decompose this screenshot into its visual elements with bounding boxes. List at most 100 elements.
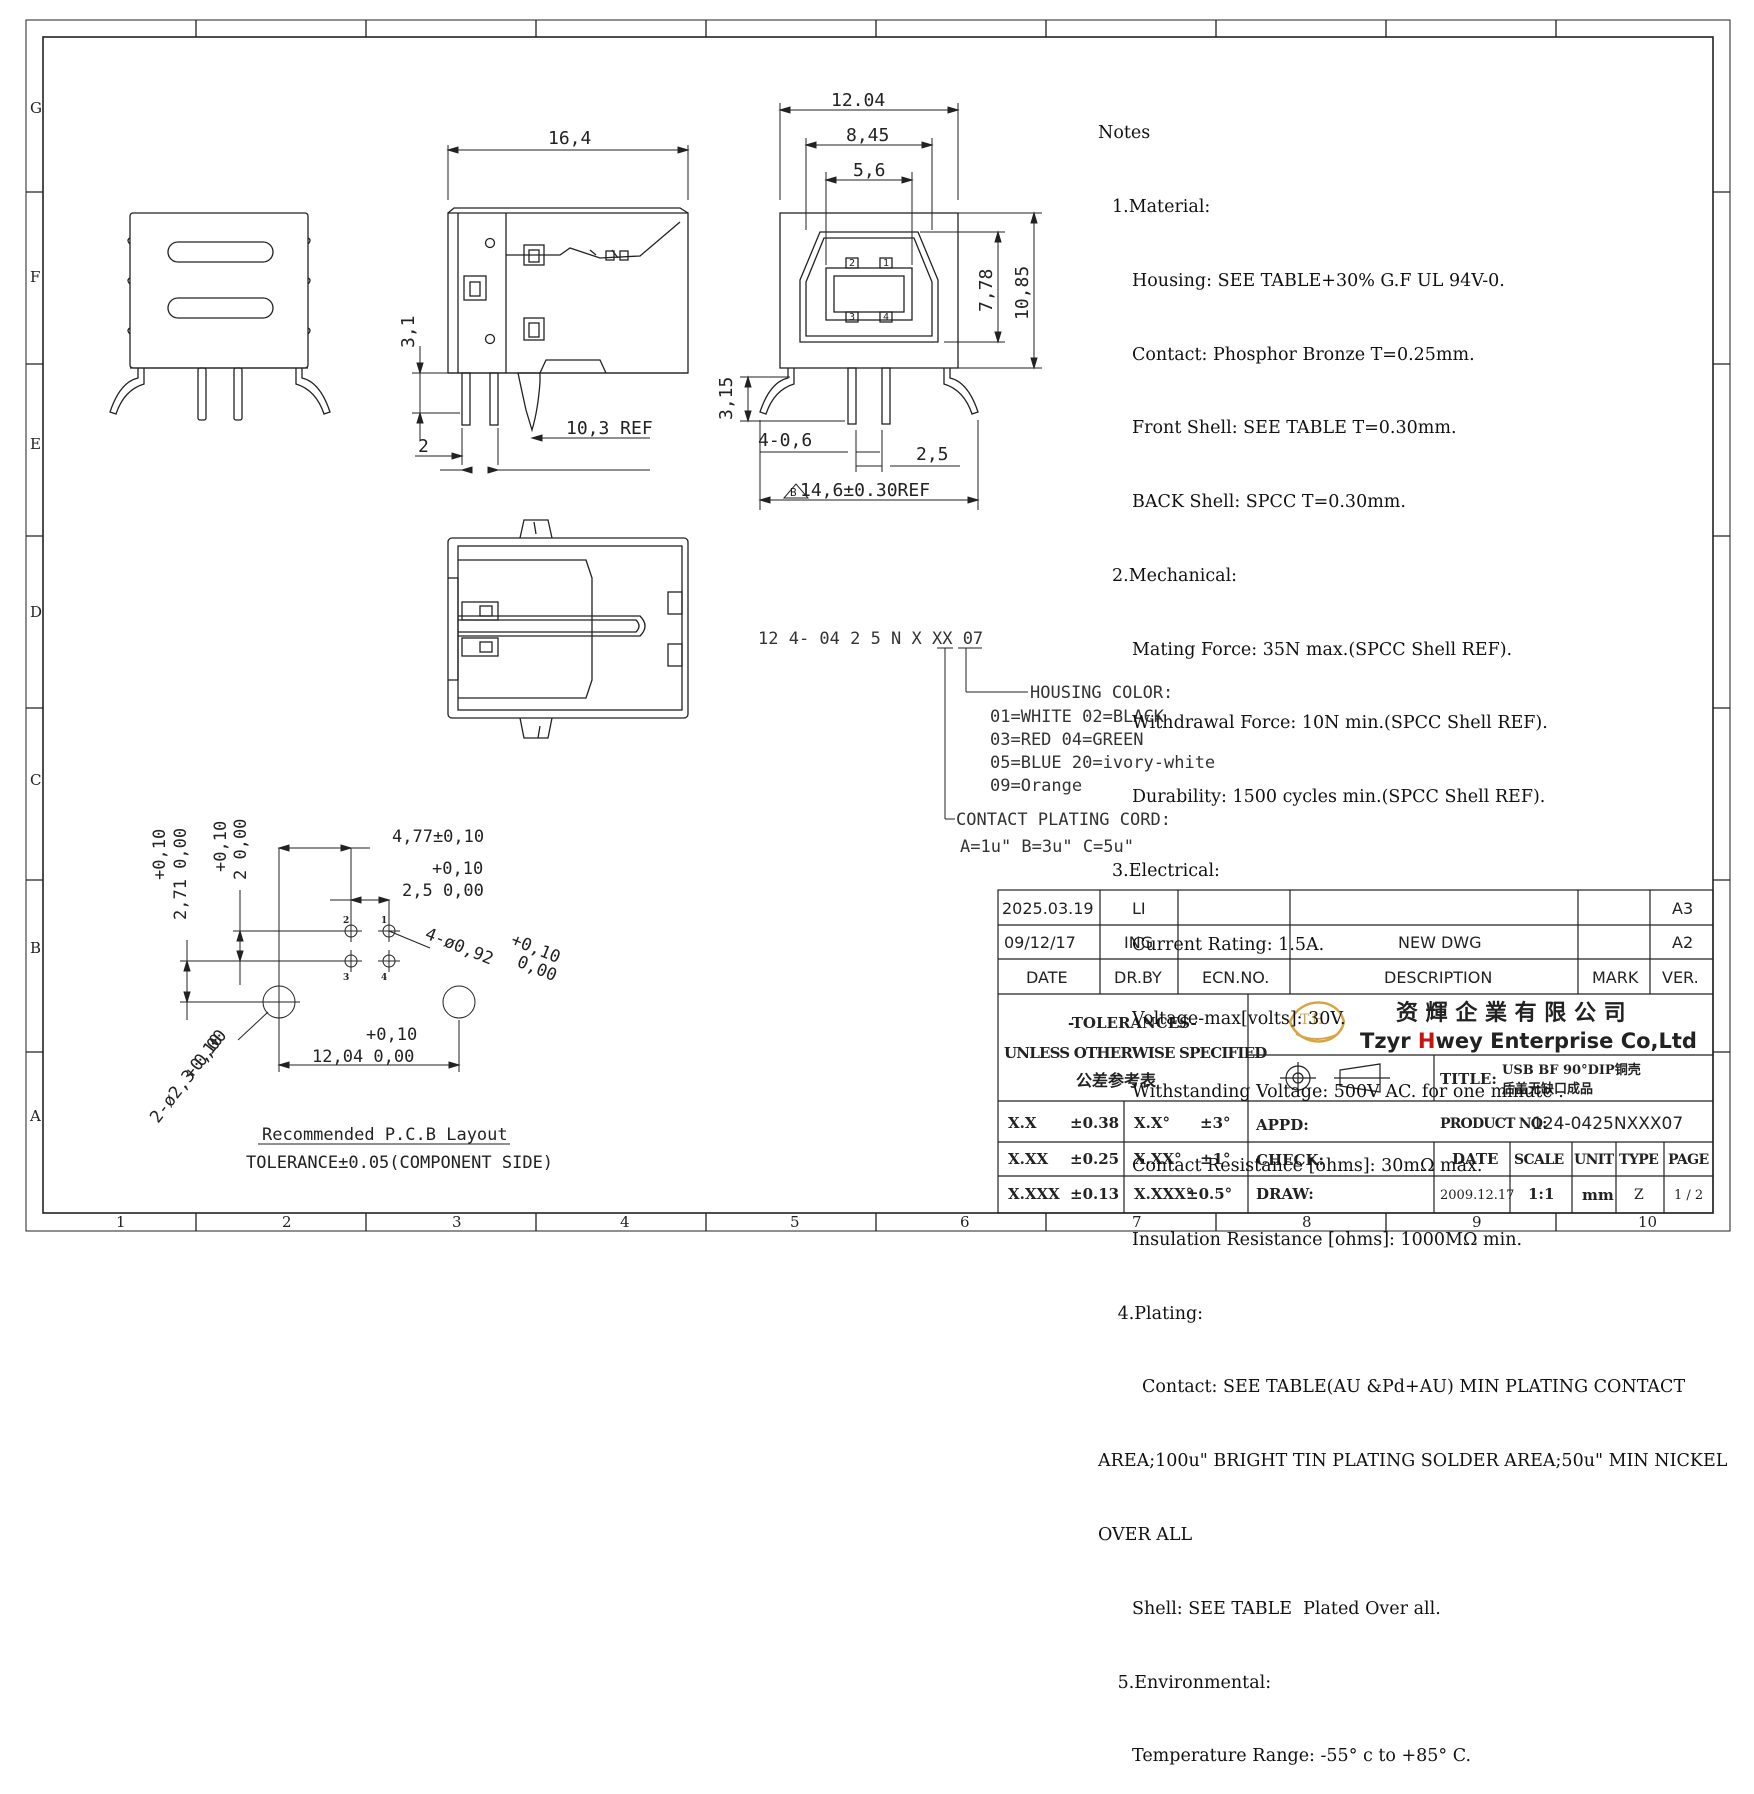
zone-row-label: B xyxy=(30,939,41,957)
pcb-left2-tol: +0,10 xyxy=(211,821,231,872)
pcb-pin-labels: 2 1 3 4 xyxy=(343,916,387,983)
dim-end-w3: 5,6 xyxy=(853,160,886,181)
note-line: Contact: SEE TABLE(AU &Pd+AU) MIN PLATIN… xyxy=(1142,1377,1686,1398)
product-no: 124-0425NXXX07 xyxy=(1532,1114,1683,1134)
note-line: Withstanding Voltage: 500V AC. for one m… xyxy=(1132,1082,1564,1103)
company-name-cn: 资 輝 企 業 有 限 公 司 xyxy=(1396,1000,1626,1026)
title-line-2: 后盖无缺口成品 xyxy=(1502,1081,1593,1097)
side-dim-labels: 16,4 3,1 2 10,3 REF xyxy=(398,128,653,457)
end-view xyxy=(759,212,979,425)
note-line: Withdrawal Force: 10N min.(SPCC Shell RE… xyxy=(1132,713,1548,734)
tol-key: X.XX° xyxy=(1134,1150,1182,1168)
note-line: Voltage-max[volts]: 30V. xyxy=(1132,1008,1346,1029)
zone-row-label: G xyxy=(30,99,42,117)
dim-side-ref: 10,3 REF xyxy=(566,418,653,439)
dim-side-pin: 2 xyxy=(418,436,429,457)
tol-val: ±1° xyxy=(1200,1150,1231,1168)
part-code-labels: 12 4- 04 2 5 N X XX 07 HOUSING COLOR: 01… xyxy=(758,629,1215,857)
end-pin-label: 2 xyxy=(849,258,855,269)
rev-desc: NEW DWG xyxy=(1398,933,1482,952)
note-line: OVER ALL xyxy=(1098,1525,1193,1546)
zone-col-label: 3 xyxy=(452,1213,462,1231)
header-ver: VER. xyxy=(1662,968,1699,987)
side-dims xyxy=(412,145,690,474)
draw-label: DRAW: xyxy=(1256,1185,1314,1203)
tol-key: X.XXX° xyxy=(1134,1185,1193,1203)
rev-ver: A2 xyxy=(1672,933,1693,952)
note-line: BACK Shell: SPCC T=0.30mm. xyxy=(1132,492,1406,513)
pcb-hole-big-tol: +0,10 xyxy=(180,1030,227,1083)
val-page: 1 / 2 xyxy=(1674,1188,1703,1203)
end-dim-labels: 12.04 8,45 5,6 7,78 10,85 3,15 4-0,6 2,5… xyxy=(716,90,1033,501)
end-dims xyxy=(740,103,1042,510)
dim-end-pin-a: 4-0,6 xyxy=(758,430,812,451)
zone-col-label: 4 xyxy=(620,1213,630,1231)
note-line: Insulation Resistance [ohms]: 1000MΩ min… xyxy=(1132,1229,1523,1250)
end-pin-label: 3 xyxy=(849,312,855,323)
company-name-en-a: Tzyr xyxy=(1360,1029,1418,1053)
dim-end-w1: 12.04 xyxy=(831,90,885,111)
col-unit: UNIT xyxy=(1574,1152,1615,1168)
pcb-dim-top: 4,77±0,10 xyxy=(392,827,484,847)
end-pin-label: 1 xyxy=(883,258,889,269)
note-line: 2.Mechanical: xyxy=(1112,565,1238,586)
pcb-pin-label: 3 xyxy=(343,973,349,983)
header-ecn: ECN.NO. xyxy=(1202,968,1269,987)
rev-date: 09/12/17 xyxy=(1004,933,1076,952)
col-date: DATE xyxy=(1452,1150,1498,1168)
col-page: PAGE xyxy=(1668,1152,1709,1168)
housing-option: 03=RED 04=GREEN xyxy=(990,730,1144,750)
note-line: Mating Force: 35N max.(SPCC Shell REF). xyxy=(1132,639,1513,660)
drawing-canvas: G F E D C B A 1 2 3 4 5 6 7 8 9 10 xyxy=(25,19,1731,1232)
logo-text: T.H xyxy=(1300,1012,1324,1028)
note-line: Durability: 1500 cycles min.(SPCC Shell … xyxy=(1132,787,1546,808)
company-logo: T.H xyxy=(1288,1001,1346,1043)
pcb-bottom: 12,04 0,00 xyxy=(312,1047,414,1067)
zone-col-label: 8 xyxy=(1302,1213,1312,1231)
note-line: Contact Resistance [ohms]: 30mΩ max. xyxy=(1132,1156,1483,1177)
end-pin-label: 4 xyxy=(883,312,889,323)
note-line: Notes xyxy=(1098,123,1151,144)
tolerances-cn: 公差参考表 xyxy=(1076,1071,1157,1090)
dim-end-pin-b: 2,5 xyxy=(916,444,949,465)
pcb-layout xyxy=(180,844,510,1145)
zone-col-label: 7 xyxy=(1132,1213,1142,1231)
rev-by: LI xyxy=(1132,899,1146,918)
pcb-left1-tol: +0,10 xyxy=(150,829,170,880)
zone-row-label: F xyxy=(30,268,40,286)
side-view xyxy=(447,207,689,433)
zone-col-label: 6 xyxy=(960,1213,970,1231)
company-name-en: Tzyr Hwey Enterprise Co,Ltd xyxy=(1360,1029,1697,1053)
val-date: 2009.12.17 xyxy=(1440,1188,1514,1203)
tol-val: ±0.38 xyxy=(1070,1114,1119,1132)
zone-col-label: 10 xyxy=(1638,1213,1657,1231)
header-by: DR.BY xyxy=(1114,968,1162,987)
title-line-1: USB BF 90°DIP铜壳 xyxy=(1502,1062,1641,1078)
rev-by: ING xyxy=(1124,933,1153,952)
tol-key: X.XX xyxy=(1008,1150,1048,1168)
col-type: TYPE xyxy=(1619,1152,1658,1168)
zone-row-label: A xyxy=(29,1107,41,1125)
tolerances-sub: UNLESS OTHERWISE SPECIFIED xyxy=(1004,1044,1267,1062)
housing-option: 05=BLUE 20=ivory-white xyxy=(990,753,1215,773)
title-block-lines xyxy=(997,889,1714,1214)
projection-symbol xyxy=(1280,1062,1390,1094)
rev-date: 2025.03.19 xyxy=(1002,899,1094,918)
note-line: Housing: SEE TABLE+30% G.F UL 94V-0. xyxy=(1132,270,1505,291)
zone-row-label: C xyxy=(30,771,41,789)
dim-end-pin-h: 3,15 xyxy=(716,377,737,420)
note-line: Front Shell: SEE TABLE T=0.30mm. xyxy=(1132,418,1457,439)
col-scale: SCALE xyxy=(1514,1152,1564,1168)
product-no-label: PRODUCT NO: xyxy=(1440,1116,1547,1132)
pcb-hole-small: 4-ø0,92 xyxy=(422,924,496,969)
end-pin-labels: 2 1 3 4 xyxy=(849,258,889,323)
appd-label: APPD: xyxy=(1255,1116,1309,1134)
val-unit: mm xyxy=(1582,1186,1614,1204)
housing-option: 09=Orange xyxy=(990,776,1082,796)
dim-end-h2: 10,85 xyxy=(1012,266,1033,320)
zone-row-label: E xyxy=(30,435,41,453)
zone-col-label: 5 xyxy=(790,1213,800,1231)
plating-options: A=1u" B=3u" C=5u" xyxy=(960,837,1134,857)
company-name-en-h: H xyxy=(1418,1029,1436,1053)
pcb-pitch: 2,5 0,00 xyxy=(402,881,484,901)
